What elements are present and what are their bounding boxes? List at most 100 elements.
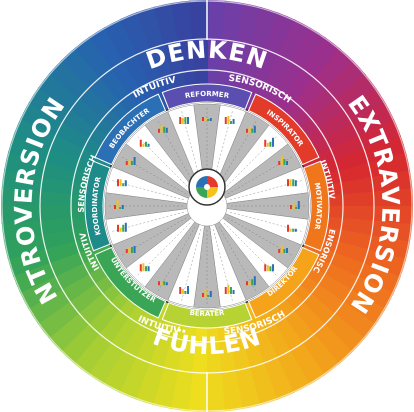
mini-bar-chart-icon (202, 290, 212, 297)
mini-bar-chart-icon (290, 201, 300, 209)
mini-bar (292, 228, 295, 232)
ring-sector (310, 206, 413, 226)
ring-sector (153, 2, 190, 106)
mini-bar (294, 228, 297, 232)
mini-bar (128, 247, 131, 253)
mini-bar (121, 205, 124, 209)
mini-bar-chart-icon (116, 179, 127, 187)
ring-sector (119, 11, 173, 112)
mini-bar-chart-icon (139, 139, 150, 147)
ring-sector (73, 285, 148, 375)
mini-bar-chart-icon (202, 117, 212, 121)
mini-bar (130, 161, 133, 165)
mini-bar (280, 156, 283, 165)
mini-bar (202, 293, 204, 297)
mini-bar (124, 180, 127, 187)
mini-bar-chart-icon (125, 157, 136, 165)
type-segment (161, 302, 253, 329)
ring-sector (187, 309, 207, 412)
ring-sector (307, 152, 411, 189)
type-segment (161, 83, 253, 110)
mini-bar (187, 286, 190, 295)
mini-bar (246, 281, 248, 286)
mini-bar (133, 157, 136, 165)
wedge-divider (112, 212, 184, 232)
ring-sector (304, 135, 407, 180)
ring-sector (61, 47, 141, 133)
mini-bar (179, 287, 182, 295)
mini-bar (297, 201, 300, 209)
ring-sector (307, 224, 410, 261)
ring-sector (20, 101, 118, 163)
mini-bar-chart-icon (246, 276, 256, 286)
mini-bar (128, 160, 131, 165)
mini-bar (122, 183, 125, 187)
ring-sector (207, 0, 227, 103)
mini-bar (204, 118, 207, 121)
ring-sector (118, 299, 172, 400)
mini-bar (229, 120, 232, 124)
ring-sector (152, 306, 189, 409)
ring-sector (19, 249, 117, 309)
wedge-divider (181, 229, 201, 301)
mini-bar (160, 282, 163, 286)
mini-bar-chart-icon (179, 286, 190, 295)
mini-bar (253, 276, 256, 286)
mini-bar (163, 281, 166, 286)
ring-sector (286, 73, 377, 147)
mini-bar (139, 139, 142, 147)
ring-sector (12, 240, 113, 294)
ring-sector (292, 87, 387, 155)
mini-bar (204, 290, 207, 297)
ring-sector (280, 60, 366, 140)
mini-bar (264, 139, 267, 147)
mini-bar (224, 287, 227, 295)
mini-bar-chart-icon (158, 124, 168, 133)
mini-bar-chart-icon (278, 156, 289, 165)
ring-sector (27, 257, 122, 325)
mini-bar (278, 161, 281, 165)
ring-sector (37, 265, 128, 339)
mini-bar (229, 287, 232, 295)
mini-bar (253, 125, 256, 133)
mini-bar (283, 249, 286, 253)
mini-bar-chart-icon (278, 245, 289, 253)
wedge-divider (218, 226, 257, 291)
mini-bar (119, 227, 122, 232)
ring-sector (300, 241, 401, 295)
ring-sector (225, 3, 262, 106)
mini-bar-chart-icon (287, 179, 297, 187)
ring-sector (310, 188, 414, 208)
type-label-text: BERATER (189, 309, 225, 318)
type-segment (303, 160, 330, 252)
ring-sector (250, 19, 312, 117)
mini-bar (125, 249, 128, 253)
mini-bar (266, 142, 269, 147)
mini-bar (207, 119, 210, 121)
mini-bar (292, 204, 295, 209)
ring-sector (87, 290, 155, 385)
mini-bar (286, 161, 289, 165)
ring-sector (136, 6, 181, 109)
mini-bar (227, 285, 230, 295)
mini-bar (139, 264, 142, 272)
mini-bar (283, 159, 286, 165)
mini-bar (119, 179, 122, 187)
mini-bar (290, 205, 292, 209)
ring-sector (8, 134, 110, 180)
mini-bar (144, 266, 147, 272)
mini-bar-chart-icon (125, 246, 136, 253)
mini-bar (266, 265, 269, 272)
mini-bar (272, 137, 275, 147)
mini-bar (232, 118, 235, 124)
mini-bar (184, 116, 187, 124)
four-color-compass-icon (196, 176, 218, 198)
ring-sector (224, 306, 261, 410)
mini-bar (116, 200, 119, 209)
mini-bar (287, 179, 290, 187)
mini-bar (158, 128, 160, 133)
ring-sector (189, 0, 209, 103)
